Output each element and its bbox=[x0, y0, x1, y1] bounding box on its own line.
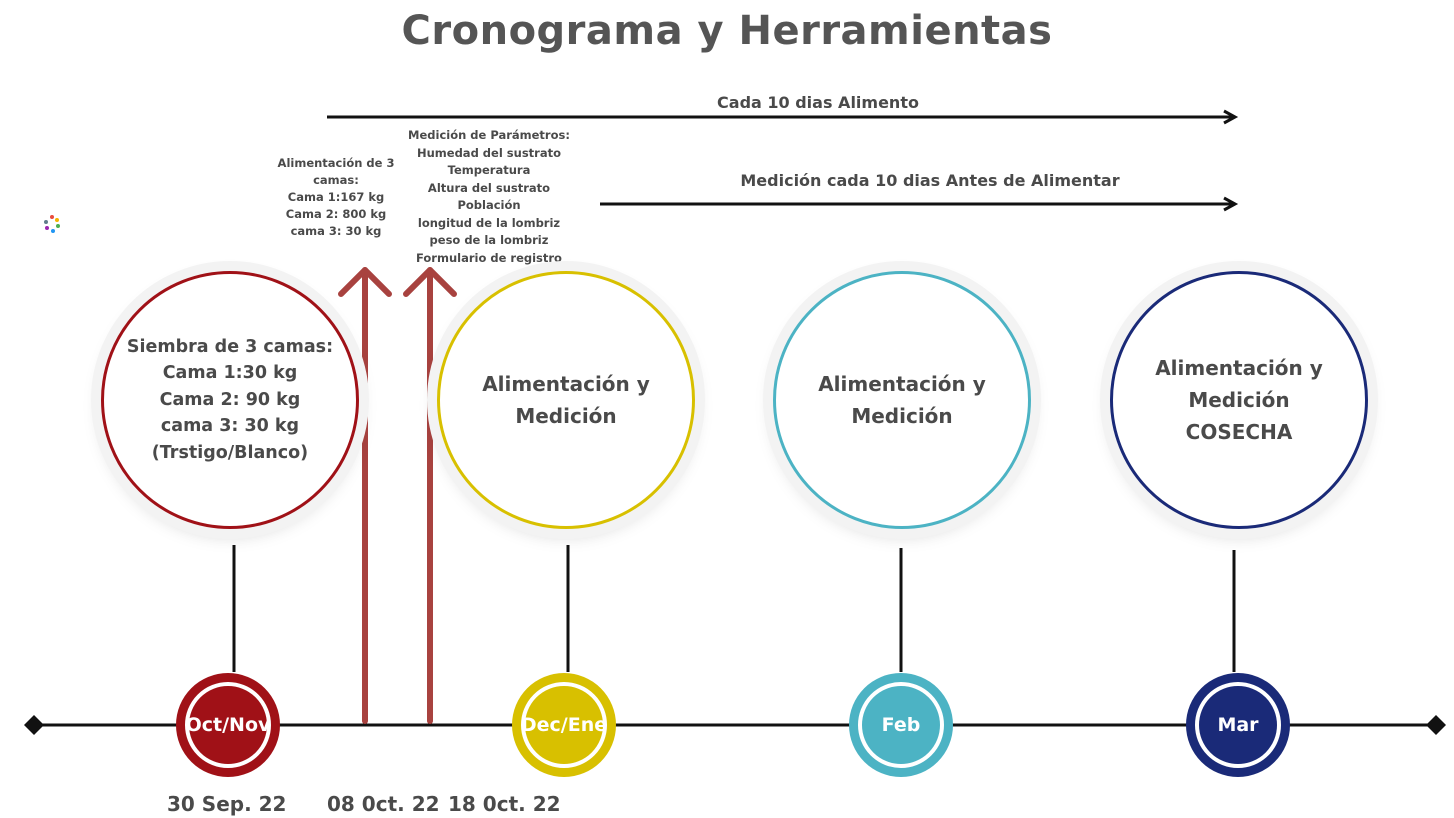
stage-text: Cama 1:30 kg bbox=[162, 363, 298, 384]
note-line: Formulario de registro bbox=[416, 250, 562, 265]
stage-text: Medición bbox=[851, 404, 953, 428]
feeding-arrow-head bbox=[1223, 109, 1239, 125]
stage-circle-mar: Alimentación y Medición COSECHA bbox=[1110, 271, 1368, 529]
month-dot-mar: Mar bbox=[1186, 673, 1290, 777]
feeding-arrow-label: Cada 10 dias Alimento bbox=[717, 93, 919, 112]
feeding-beds-note: Alimentación de 3 camas: Cama 1:167 kg C… bbox=[268, 155, 404, 240]
month-label: Mar bbox=[1195, 682, 1281, 768]
note-line: Altura del sustrato bbox=[427, 180, 551, 195]
month-dot-oct-nov: Oct/Nov bbox=[176, 673, 280, 777]
stage-text: cama 3: 30 kg bbox=[160, 416, 300, 437]
stage-circle-dec-ene: Alimentación y Medición bbox=[437, 271, 695, 529]
stage-text: (Trstigo/Blanco) bbox=[151, 442, 309, 463]
note-line: Temperatura bbox=[447, 163, 531, 177]
note-line: camas: bbox=[313, 173, 359, 187]
stage-text: Siembra de 3 camas: bbox=[126, 336, 334, 357]
up-arrow-1 bbox=[338, 267, 392, 724]
timeline-right-diamond bbox=[1426, 715, 1446, 735]
timeline-left-diamond bbox=[24, 715, 44, 735]
page-title: Cronograma y Herramientas bbox=[401, 8, 1053, 54]
note-line: Cama 1:167 kg bbox=[287, 190, 385, 204]
measuring-arrow-label: Medición cada 10 dias Antes de Alimentar bbox=[740, 171, 1120, 190]
stage-text: Medición bbox=[515, 404, 617, 428]
note-line: cama 3: 30 kg bbox=[290, 224, 382, 238]
stage-text: Medición bbox=[1188, 388, 1290, 412]
loading-spinner-icon bbox=[44, 215, 60, 233]
stage-text: COSECHA bbox=[1185, 420, 1293, 444]
stage-text: Alimentación y bbox=[1155, 356, 1323, 380]
date-label: 18 0ct. 22 bbox=[448, 792, 561, 816]
stage-text: Cama 2: 90 kg bbox=[159, 389, 301, 410]
note-line: peso de la lombriz bbox=[429, 233, 549, 247]
month-label: Dec/Ene bbox=[521, 682, 607, 768]
stage-text: Alimentación y bbox=[818, 372, 986, 396]
up-arrow-2 bbox=[403, 267, 457, 724]
month-label: Oct/Nov bbox=[185, 682, 271, 768]
parameters-note: Medición de Parámetros: Humedad del sust… bbox=[404, 127, 574, 267]
note-line: Medición de Parámetros: bbox=[408, 128, 570, 142]
date-label: 30 Sep. 22 bbox=[167, 792, 287, 816]
note-line: longitud de la lombriz bbox=[417, 215, 561, 230]
stage-text: Alimentación y bbox=[482, 372, 650, 396]
note-line: Cama 2: 800 kg bbox=[285, 207, 387, 221]
note-line: Alimentación de 3 bbox=[277, 156, 395, 170]
stage-circle-feb: Alimentación y Medición bbox=[773, 271, 1031, 529]
note-line: Población bbox=[457, 198, 521, 212]
date-label: 08 0ct. 22 bbox=[327, 792, 440, 816]
measuring-arrow-head bbox=[1223, 196, 1239, 212]
note-line: Humedad del sustrato bbox=[416, 145, 561, 160]
stage-circle-oct-nov: Siembra de 3 camas: Cama 1:30 kg Cama 2:… bbox=[101, 271, 359, 529]
month-label: Feb bbox=[858, 682, 944, 768]
month-dot-feb: Feb bbox=[849, 673, 953, 777]
month-dot-dec-ene: Dec/Ene bbox=[512, 673, 616, 777]
